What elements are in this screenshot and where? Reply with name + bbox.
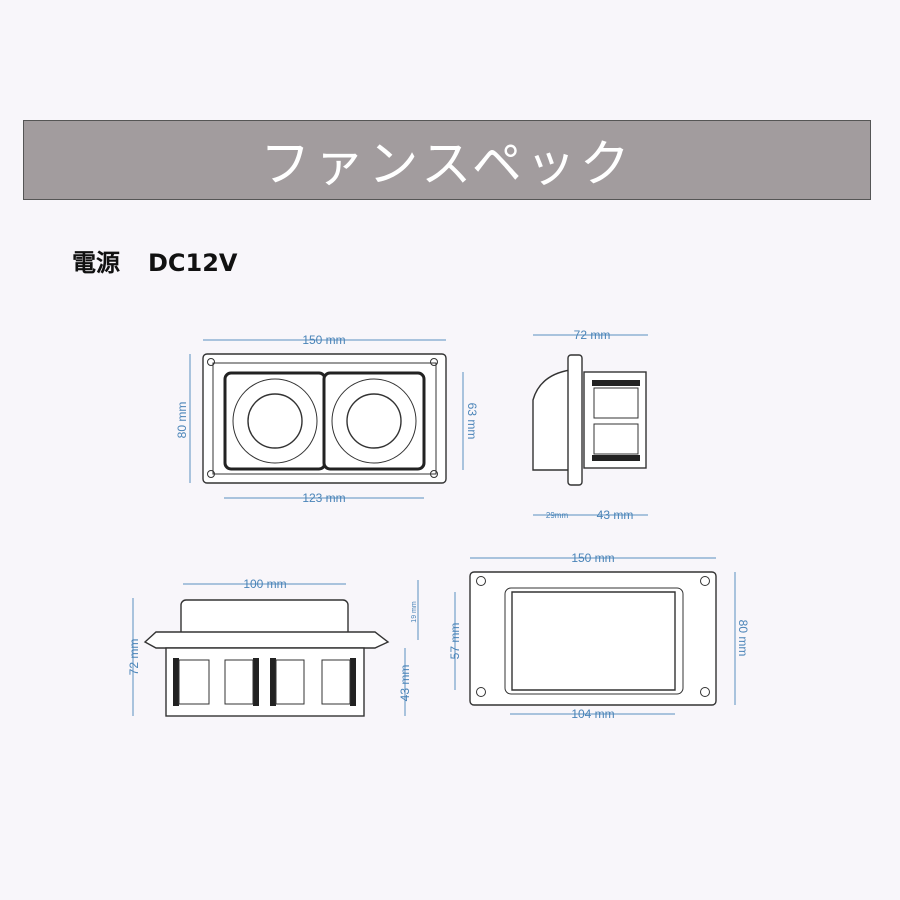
side-depth-label: 72 mm (574, 328, 611, 342)
side-front-depth-label: 29mm (546, 511, 569, 520)
side-rear-depth-label: 43 mm (597, 508, 634, 522)
spec-label: 電源 (72, 249, 120, 277)
rear-opening-height-label: 57 mm (448, 623, 462, 660)
front-inner-height-label: 63 mm (465, 403, 479, 440)
front-height-label: 80 mm (175, 402, 189, 439)
banner-title: ファンスペック (260, 135, 634, 193)
front-width-label: 150 mm (302, 333, 345, 347)
title-banner: ファンスペック (23, 120, 871, 200)
top-width-label: 100 mm (243, 577, 286, 591)
front-inner-width-label: 123 mm (302, 491, 345, 505)
top-flange-label: 19 mm (411, 601, 418, 623)
front-view: 150 mm 80 mm 63 mm 123 mm (175, 333, 479, 505)
side-view: 72 mm 29mm 43 mm (532, 328, 648, 522)
rear-view: 150 mm 80 mm 57 mm 104 mm (448, 551, 750, 721)
power-spec: 電源 DC12V (72, 243, 238, 278)
top-view: 100 mm 72 mm 19 mm 43 mm (127, 577, 419, 717)
spec-value: DC12V (148, 249, 238, 277)
rear-height-label: 80 mm (736, 620, 750, 657)
top-body-label: 43 mm (398, 665, 412, 702)
rear-opening-width-label: 104 mm (571, 707, 614, 721)
top-height-label: 72 mm (127, 639, 141, 676)
rear-width-label: 150 mm (571, 551, 614, 565)
